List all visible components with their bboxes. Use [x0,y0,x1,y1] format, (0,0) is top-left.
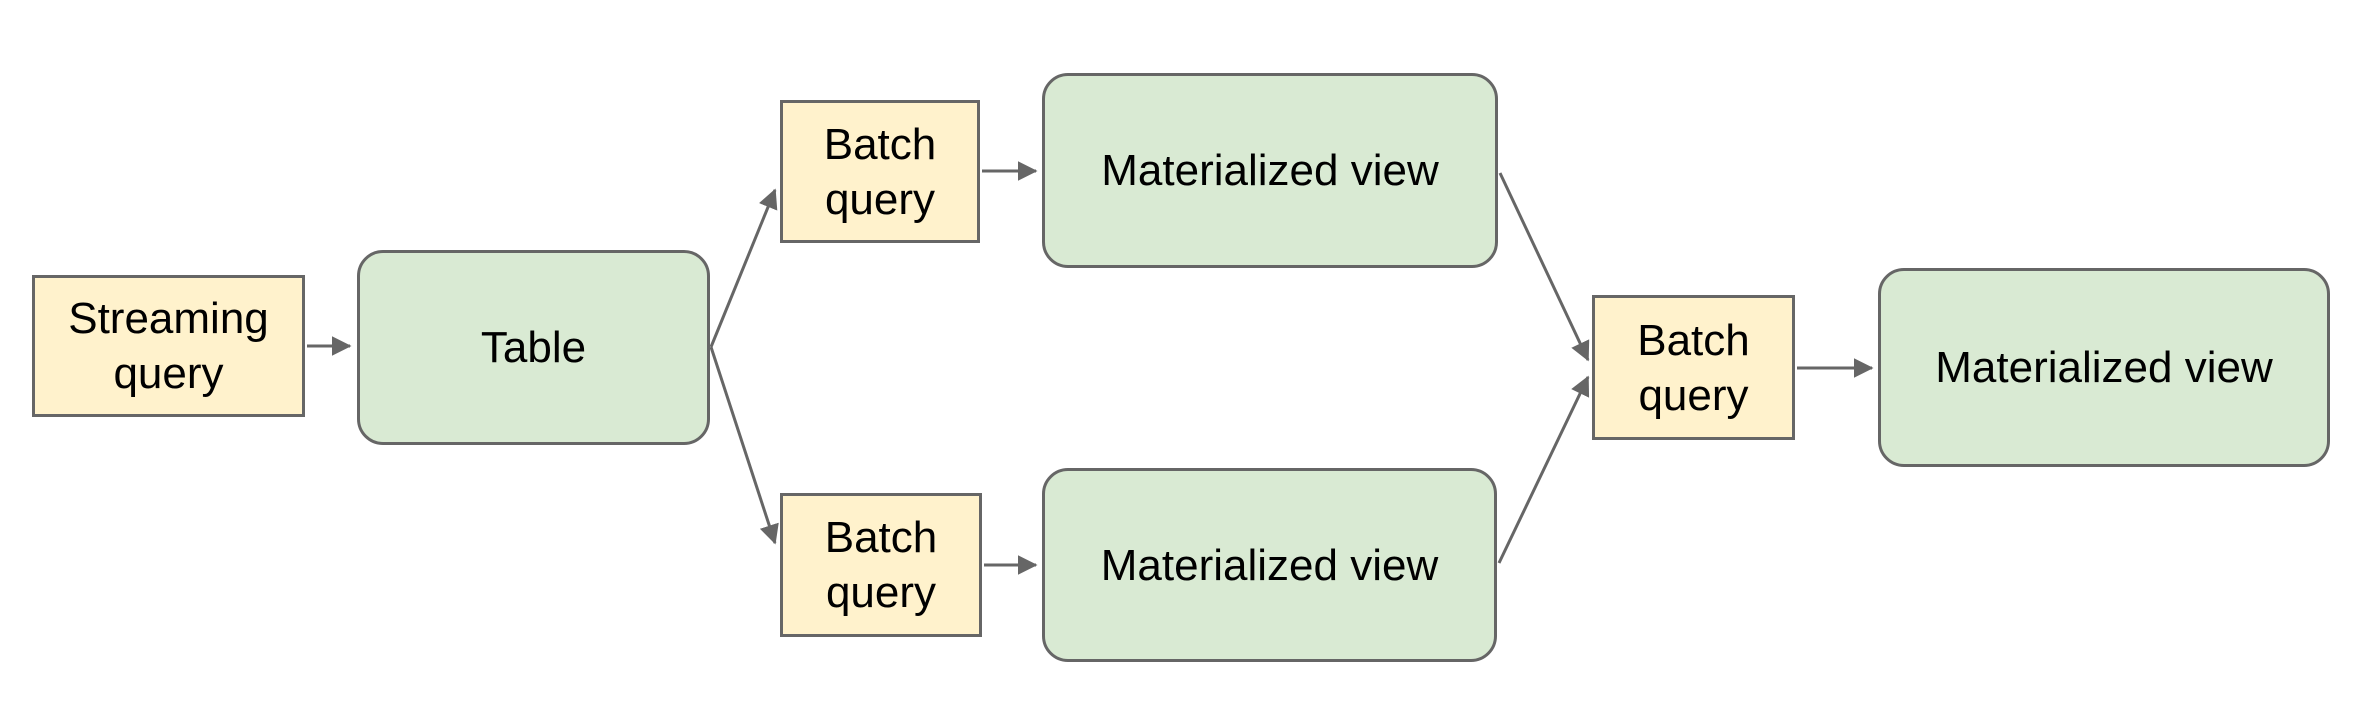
node-batch-query-top: Batch query [780,100,980,243]
arrow-materialized-view-top-to-batch-query-right [1498,172,1590,362]
node-materialized-view-right-label: Materialized view [1935,343,2273,392]
node-materialized-view-right: Materialized view [1878,268,2330,467]
node-materialized-view-top: Materialized view [1042,73,1498,268]
arrow-table-to-batch-query-top [709,188,778,348]
node-batch-query-bottom: Batch query [780,493,982,637]
node-materialized-view-bottom: Materialized view [1042,468,1497,662]
node-materialized-view-bottom-label: Materialized view [1100,540,1439,590]
node-streaming-query: Streaming query [32,275,305,417]
arrow-materialized-view-bottom-to-batch-query-right [1497,375,1590,564]
node-streaming-query-label: Streaming query [68,294,269,398]
node-batch-query-top-label: Batch query [823,119,937,224]
node-table-label: Table [480,323,587,372]
node-batch-query-bottom-label: Batch query [824,513,938,617]
arrow-table-to-batch-query-bottom [709,346,779,545]
node-table: Table [357,250,710,445]
node-batch-query-right-label: Batch query [1637,315,1750,420]
node-batch-query-right: Batch query [1592,295,1795,440]
node-materialized-view-top-label: Materialized view [1101,146,1439,195]
